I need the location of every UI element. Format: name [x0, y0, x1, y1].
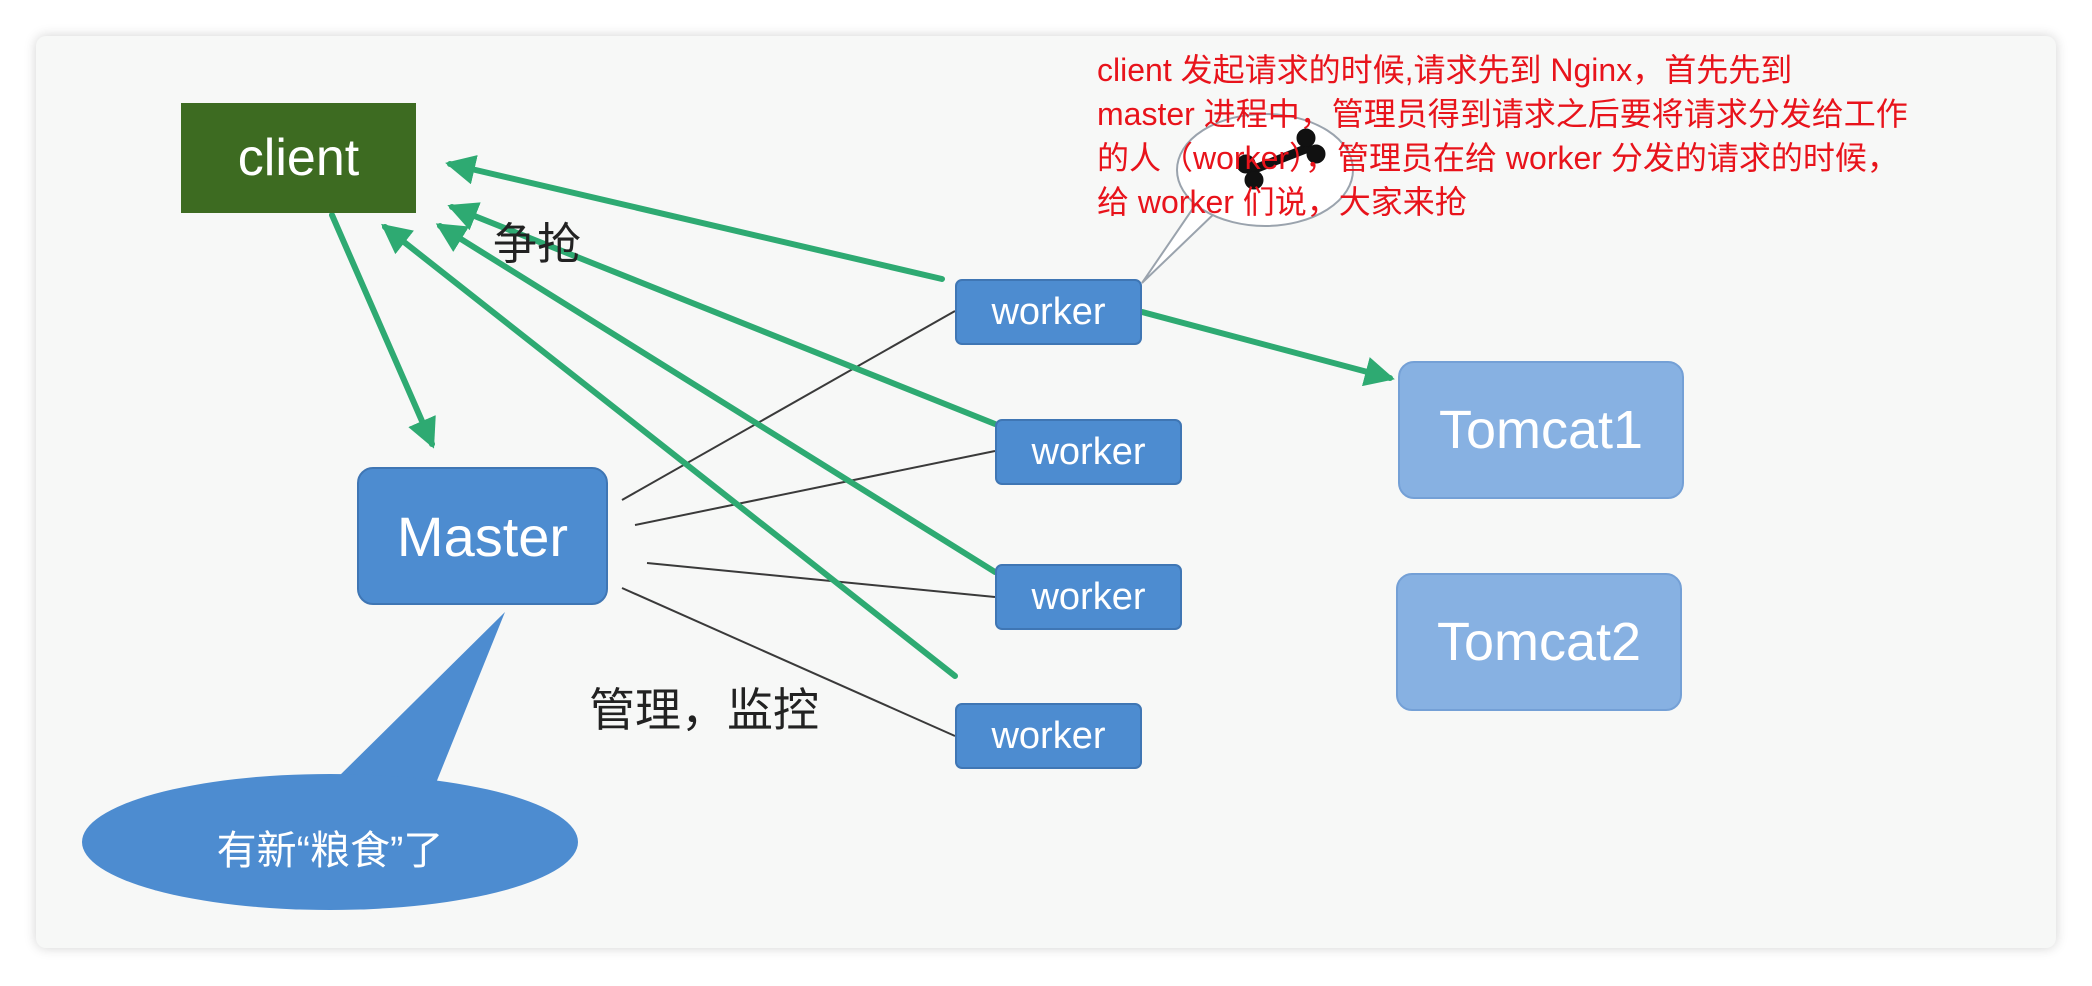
- worker-node-3: worker: [995, 564, 1182, 630]
- master-speech-bubble: [82, 612, 578, 910]
- manage-line-worker2: [634, 450, 996, 526]
- master-node: Master: [357, 467, 608, 605]
- annotation-line-3: 的人（worker），管理员在给 worker 分发的请求的时候，: [1097, 140, 1899, 176]
- annotation-line-2: master 进程中，管理员得到请求之后要将请求分发给工作: [1097, 96, 1908, 132]
- arrow-client-to-master: [329, 212, 436, 449]
- arrow-worker1-to-client: [445, 155, 945, 282]
- annotation-text: client 发起请求的时候,请求先到 Nginx，首先先到 master 进程…: [1097, 48, 2047, 224]
- client-node: client: [181, 103, 416, 213]
- new-grain-text: 有新“粮食”了: [216, 829, 444, 873]
- bone-icon: [1236, 128, 1326, 190]
- manage-line-worker1: [621, 310, 956, 501]
- management-lines: [621, 310, 996, 737]
- arrow-worker4-to-client: [381, 223, 958, 679]
- worker-label: worker: [991, 714, 1106, 757]
- master-label: Master: [396, 504, 569, 568]
- worker-node-4: worker: [955, 703, 1142, 769]
- worker-label: worker: [1031, 430, 1146, 473]
- client-label: client: [237, 129, 360, 187]
- arrow-worker2-to-client: [447, 202, 998, 427]
- manage-monitor-label: 管理，监控: [589, 684, 819, 736]
- manage-line-worker3: [646, 562, 996, 598]
- worker-node-1: worker: [955, 279, 1142, 345]
- annotation-line-4: 给 worker 们说，大家来抢: [1097, 184, 1467, 220]
- manage-line-worker4: [621, 587, 956, 737]
- tomcat1-label: Tomcat1: [1438, 400, 1644, 460]
- worker-node-2: worker: [995, 419, 1182, 485]
- arrow-worker1-to-tomcat1: [1139, 309, 1395, 387]
- tomcat2-node: Tomcat2: [1396, 573, 1682, 711]
- annotation-line-1: client 发起请求的时候,请求先到 Nginx，首先先到: [1097, 52, 1793, 88]
- tomcat2-label: Tomcat2: [1436, 612, 1642, 672]
- compete-label: 争抢: [493, 220, 581, 269]
- green-arrows: [329, 155, 1395, 679]
- arrow-worker3-to-client: [435, 223, 998, 575]
- worker-label: worker: [1031, 575, 1146, 618]
- tomcat1-node: Tomcat1: [1398, 361, 1684, 499]
- worker-label: worker: [991, 290, 1106, 333]
